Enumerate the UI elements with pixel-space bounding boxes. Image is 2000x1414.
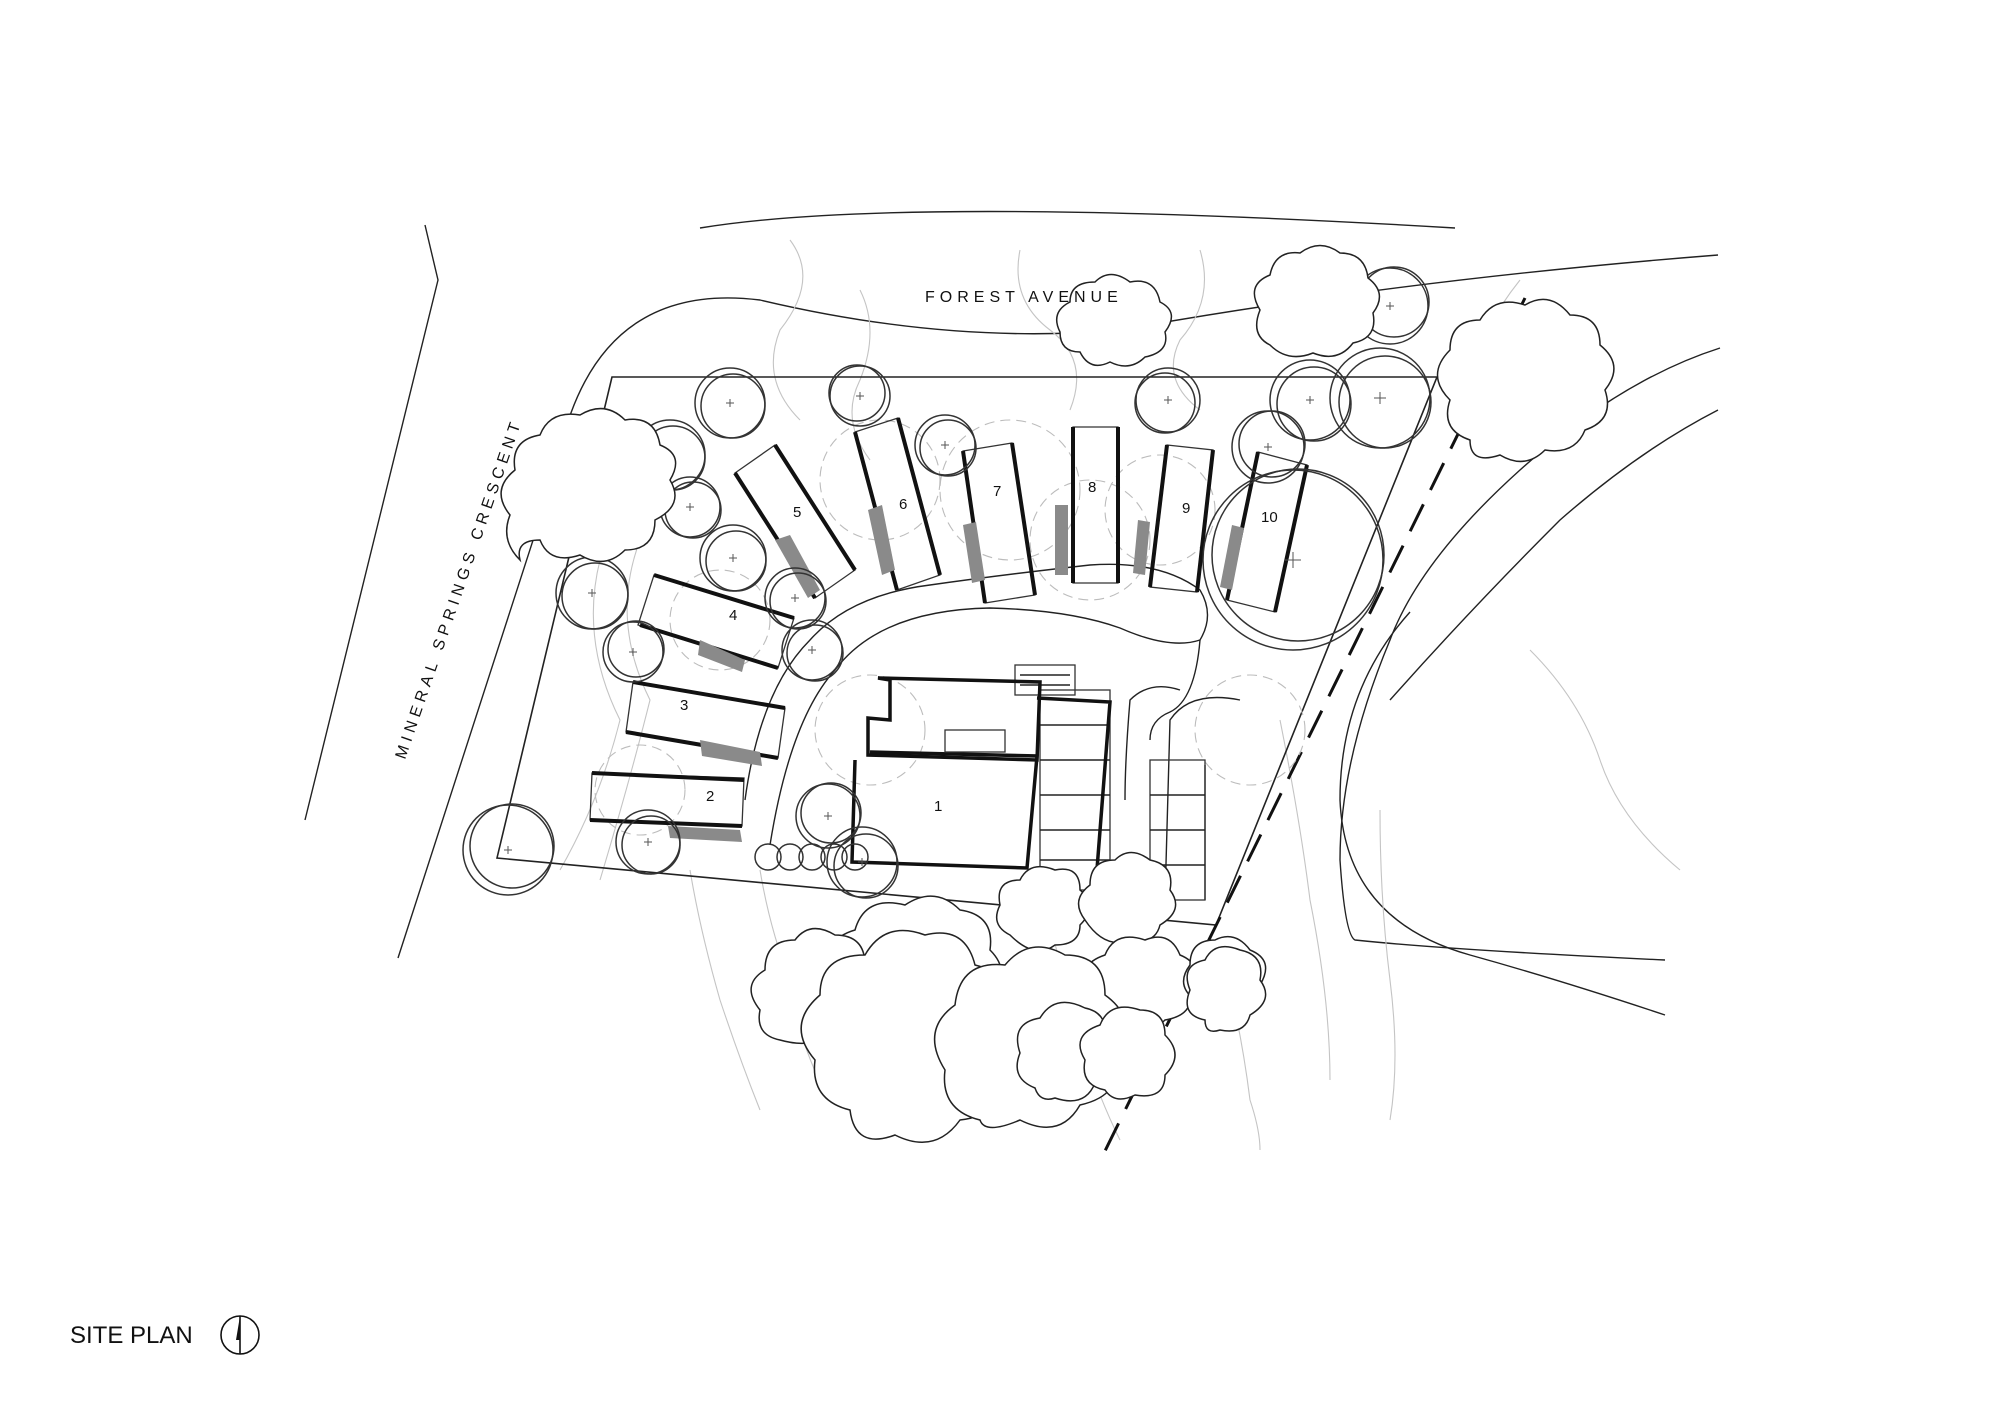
tree-circle-icon (699, 524, 767, 592)
tree-circle-icon (462, 803, 555, 896)
small-shrub-row (754, 843, 869, 871)
tree-canopy-icon (995, 865, 1091, 952)
tree-circle-icon (602, 620, 665, 683)
unit-3 (625, 680, 786, 766)
existing-trees (462, 266, 1432, 899)
unit-1-building (850, 676, 1112, 897)
side-road-curve (1339, 611, 1666, 1016)
tree-circle-icon (1329, 347, 1432, 449)
unit-label-5: 5 (793, 504, 801, 521)
tree-circle-icon (555, 556, 629, 630)
driveway (744, 563, 1241, 901)
unit-label-8: 8 (1088, 479, 1096, 496)
tree-circle-icon (1202, 468, 1385, 651)
tree-circle-icon (1134, 367, 1201, 434)
side-road-edge-south (1389, 409, 1719, 701)
unit-label-10: 10 (1261, 509, 1278, 526)
unit-label-2: 2 (706, 788, 714, 805)
unit-7 (961, 442, 1037, 604)
tree-canopy-icon (1186, 945, 1267, 1032)
forest-avenue-edge-south (559, 254, 1719, 451)
unit-label-3: 3 (680, 697, 688, 714)
tree-circle-icon (828, 364, 891, 427)
unit-label-9: 9 (1182, 500, 1190, 517)
tree-canopy-icon (1436, 298, 1615, 463)
existing-dashed-trees (594, 419, 1306, 836)
tree-circle-icon (781, 619, 844, 682)
unit-5 (733, 443, 857, 600)
unit-4 (637, 573, 795, 672)
tree-circle-icon (826, 826, 899, 899)
tree-canopy-icon (500, 407, 677, 563)
street-label-mineral-springs: MINERAL SPRINGS CRESCENT (393, 416, 526, 761)
unit-2 (589, 771, 745, 842)
forest-avenue-edge-north (699, 210, 1456, 229)
driveway-outer (744, 563, 1209, 846)
unit-label-6: 6 (899, 496, 907, 513)
tree-canopy-icon (1055, 273, 1173, 367)
tree-circle-icon (914, 414, 977, 477)
unit-label-1: 1 (934, 798, 942, 815)
driveway-inner (1124, 686, 1181, 801)
tree-circle-icon (795, 782, 862, 849)
street-label-forest-avenue: FOREST AVENUE (925, 289, 1123, 306)
tree-canopy-icon (1079, 1006, 1176, 1100)
unit-label-7: 7 (993, 483, 1001, 500)
canopy-trees (500, 244, 1615, 1143)
tree-circle-icon (1269, 359, 1352, 442)
unit-9 (1133, 444, 1215, 593)
units (589, 417, 1309, 842)
north-arrow-icon (220, 1315, 260, 1355)
unit-6 (853, 417, 942, 591)
tree-circle-icon (694, 367, 766, 439)
unit-1-walls (866, 676, 1042, 762)
mineral-springs-edge-west (304, 224, 439, 821)
tree-circle-icon (1231, 410, 1306, 484)
driveway-spur (1164, 696, 1241, 901)
tree-circle-icon (615, 809, 681, 875)
unit-10 (1220, 451, 1309, 613)
tree-canopy-icon (1253, 244, 1381, 358)
unit-label-4: 4 (729, 607, 737, 624)
page-title: SITE PLAN (70, 1322, 193, 1349)
tree-canopy-icon (1077, 851, 1177, 944)
tree-circle-icon (764, 567, 827, 630)
unit-8 (1055, 426, 1120, 584)
driveway-east (1149, 639, 1201, 741)
